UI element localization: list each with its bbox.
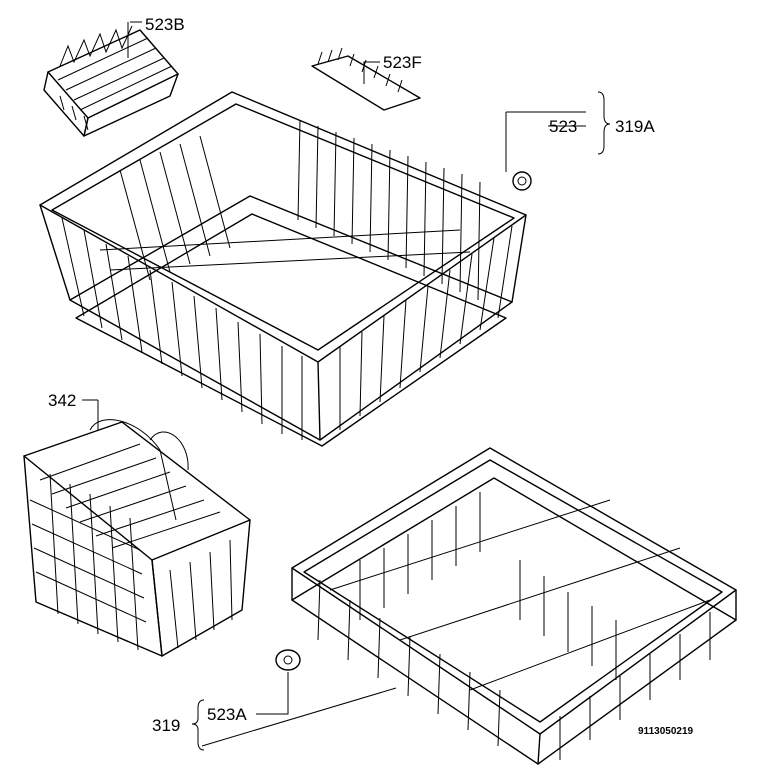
part-523b-cup-holder <box>43 25 179 137</box>
part-523a-wheel <box>275 649 301 671</box>
label-523b: 523B <box>145 15 185 34</box>
lower-basket <box>291 447 737 765</box>
label-342: 342 <box>48 391 76 410</box>
label-319a: 319A <box>615 117 655 136</box>
label-319: 319 <box>152 716 180 735</box>
upper-basket <box>39 91 527 447</box>
label-523a: 523A <box>207 705 247 724</box>
label-523f: 523F <box>383 53 422 72</box>
part-342-cutlery-basket <box>23 419 251 657</box>
drawing-code: 9113050219 <box>638 726 694 737</box>
leader-lines <box>82 21 611 751</box>
part-523-wheel <box>512 171 532 191</box>
part-523f-comb <box>311 47 421 111</box>
label-523: 523 <box>549 117 577 136</box>
